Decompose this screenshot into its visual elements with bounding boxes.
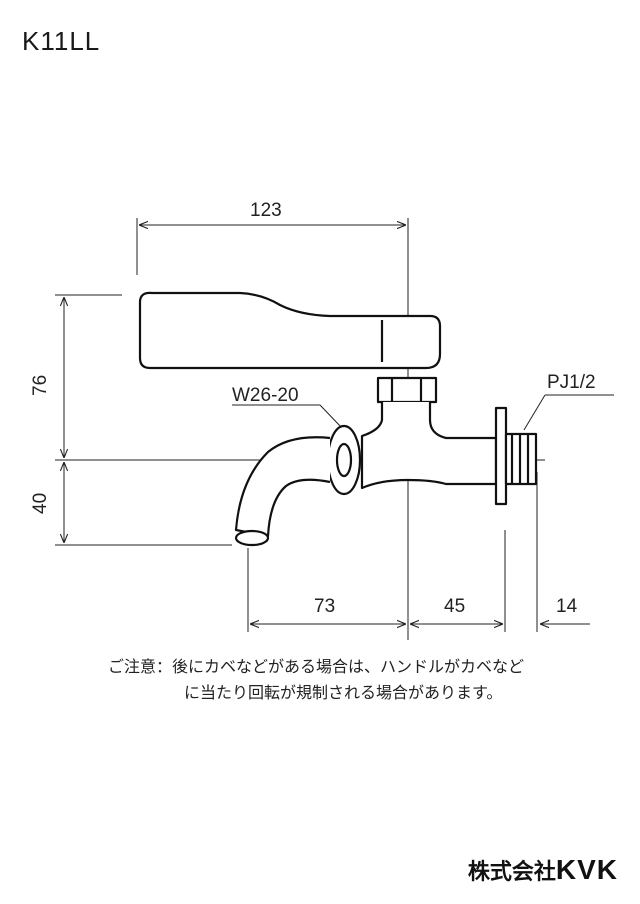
dim-bottom	[247, 472, 590, 632]
dim-height-upper-label: 76	[30, 375, 51, 396]
dim-width-total	[136, 218, 409, 640]
pipe-thread-label: PJ1/2	[547, 372, 596, 393]
dim-spout-reach-label: 73	[314, 596, 335, 617]
dim-thread-length-label: 14	[556, 596, 578, 617]
caution-note-line2: に当たり回転が規制される場合があります。	[184, 683, 503, 702]
model-number: K11LL	[22, 26, 101, 56]
brand-logo: 株式会社KVK	[468, 854, 618, 886]
hose-connector-label: W26-20	[232, 385, 299, 406]
leader-lines	[232, 394, 614, 431]
brand-kvk: KVK	[555, 854, 618, 885]
caution-note-line1: ご注意：後にカベなどがある場合は、ハンドルがカベなど	[108, 657, 525, 676]
dim-height-lower-label: 40	[30, 493, 51, 514]
caution-note: ご注意：後にカベなどがある場合は、ハンドルがカベなど に当たり回転が規制される場…	[108, 654, 524, 706]
dim-body-to-flange-label: 45	[444, 596, 465, 617]
faucet-body	[138, 291, 538, 547]
brand-company: 株式会社	[467, 860, 556, 885]
dim-width-total-label: 123	[250, 200, 282, 221]
